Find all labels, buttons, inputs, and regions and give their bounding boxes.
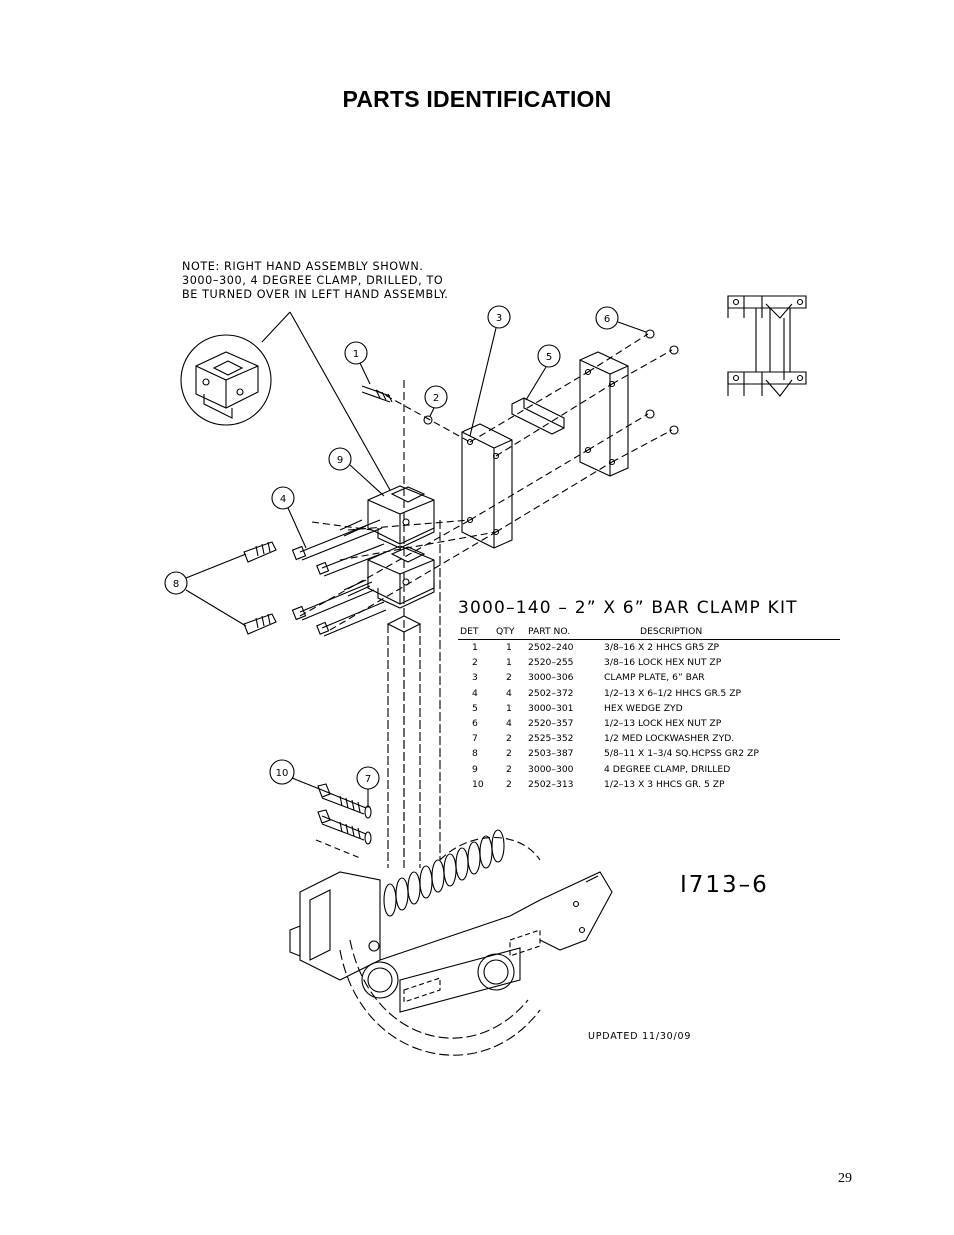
cell-description: 3/8–16 X 2 HHCS GR5 ZP (604, 642, 720, 654)
svg-text:6: 6 (604, 314, 610, 325)
vertical-bar (386, 520, 441, 868)
svg-text:8: 8 (173, 579, 179, 590)
cell-qty: 2 (506, 672, 512, 684)
cell-part-no: 3000–300 (528, 763, 574, 775)
cell-description: 3/8–16 LOCK HEX NUT ZP (604, 657, 722, 669)
svg-text:1: 1 (353, 349, 359, 360)
cell-qty: 1 (506, 642, 512, 654)
header-description: DESCRIPTION (604, 625, 840, 640)
cell-qty: 1 (506, 657, 512, 669)
svg-text:4: 4 (280, 494, 286, 505)
svg-text:7: 7 (365, 774, 371, 785)
cell-part-no: 2525–352 (528, 733, 574, 745)
header-part-no: PART NO. (528, 625, 604, 640)
callout-8: 8 (164, 553, 247, 627)
table-row: 9 2 3000–300 4 DEGREE CLAMP, DRILLED (458, 762, 840, 777)
callout-2: 2 (424, 385, 448, 417)
callout-7: 7 (356, 766, 380, 808)
cell-description: 4 DEGREE CLAMP, DRILLED (604, 763, 731, 775)
cell-det: 3 (472, 672, 478, 684)
cell-part-no: 2503–387 (528, 748, 574, 760)
cell-det: 6 (472, 718, 478, 730)
parts-list-table: DET QTY PART NO. DESCRIPTION 1 1 2502–240 3… (458, 625, 840, 792)
cell-det: 4 (472, 687, 478, 699)
row-unit-assembly (289, 829, 613, 1056)
cell-description: 1/2–13 X 3 HHCS GR. 5 ZP (604, 778, 725, 790)
cell-det: 7 (472, 733, 478, 745)
table-row: 1 1 2502–240 3/8–16 X 2 HHCS GR5 ZP (458, 640, 840, 656)
cell-det: 10 (472, 778, 484, 790)
callout-3: 3 (469, 305, 511, 437)
cell-part-no: 2502–240 (528, 642, 574, 654)
cell-qty: 1 (506, 702, 512, 714)
cell-part-no: 2520–357 (528, 718, 574, 730)
table-row: 10 2 2502–313 1/2–13 X 3 HHCS GR. 5 ZP (458, 777, 840, 792)
cell-qty: 2 (506, 733, 512, 745)
cell-part-no: 2520–255 (528, 657, 574, 669)
cell-part-no: 2502–372 (528, 687, 574, 699)
table-row: 5 1 3000–301 HEX WEDGE ZYD (458, 701, 840, 716)
svg-text:5: 5 (546, 352, 552, 363)
clamp-plate-front (461, 423, 513, 549)
assembly-note: NOTE: RIGHT HAND ASSEMBLY SHOWN. 3000–30… (182, 260, 448, 302)
cell-qty: 2 (506, 763, 512, 775)
note-line: BE TURNED OVER IN LEFT HAND ASSEMBLY. (182, 288, 449, 301)
parts-list-header: DET QTY PART NO. DESCRIPTION (458, 625, 840, 640)
callout-9: 9 (328, 447, 385, 497)
page-title: PARTS IDENTIFICATION (342, 86, 612, 112)
svg-text:2: 2 (433, 393, 439, 404)
cell-det: 8 (472, 748, 478, 760)
detail-inset (180, 334, 272, 426)
svg-text:10: 10 (276, 768, 289, 779)
lower-bolts (315, 783, 372, 859)
table-row: 3 2 3000–306 CLAMP PLATE, 6” BAR (458, 670, 840, 685)
bolts (243, 385, 393, 637)
callout-4: 4 (271, 486, 307, 549)
svg-text:3: 3 (496, 313, 502, 324)
assembly-lines (299, 333, 673, 631)
assembly-view-inset (727, 295, 807, 397)
hex-wedge (511, 397, 565, 435)
table-row: 2 1 2520–255 3/8–16 LOCK HEX NUT ZP (458, 655, 840, 670)
cell-description: 1/2–13 X 6–1/2 HHCS GR.5 ZP (604, 687, 742, 699)
cell-qty: 4 (506, 718, 512, 730)
note-line: NOTE: RIGHT HAND ASSEMBLY SHOWN. (182, 260, 424, 273)
cell-qty: 2 (506, 778, 512, 790)
cell-det: 5 (472, 702, 478, 714)
page-number: 29 (838, 1171, 852, 1186)
nuts (423, 329, 679, 435)
header-det: DET (458, 625, 496, 640)
callout-1: 1 (344, 341, 371, 385)
cell-part-no: 2502–313 (528, 778, 574, 790)
cell-qty: 2 (506, 748, 512, 760)
note-line: 3000–300, 4 DEGREE CLAMP, DRILLED, TO (182, 274, 444, 287)
table-row: 4 4 2502–372 1/2–13 X 6–1/2 HHCS GR.5 ZP (458, 686, 840, 701)
clamp-plate-rear (579, 351, 629, 477)
callout-10: 10 (269, 759, 323, 791)
cell-description: HEX WEDGE ZYD (604, 702, 683, 714)
cell-description: 1/2 MED LOCKWASHER ZYD. (604, 733, 735, 745)
svg-text:9: 9 (337, 455, 343, 466)
drawing-number: I713–6 (680, 872, 769, 898)
table-row: 8 2 2503–387 5/8–11 X 1–3/4 SQ.HCPSS GR2 ZP (458, 746, 840, 761)
header-qty: QTY (496, 625, 528, 640)
callout-6: 6 (595, 306, 647, 333)
callout-5: 5 (525, 344, 561, 401)
cell-part-no: 3000–306 (528, 672, 574, 684)
cell-det: 1 (472, 642, 478, 654)
cell-qty: 4 (506, 687, 512, 699)
table-row: 7 2 2525–352 1/2 MED LOCKWASHER ZYD. (458, 731, 840, 746)
clamp-upper (367, 485, 435, 549)
cell-part-no: 3000–301 (528, 702, 574, 714)
parts-kit-title: 3000–140 – 2” X 6” BAR CLAMP KIT (458, 598, 798, 618)
updated-date: UPDATED 11/30/09 (588, 1031, 692, 1042)
cell-description: 5/8–11 X 1–3/4 SQ.HCPSS GR2 ZP (604, 748, 759, 760)
table-row: 6 4 2520–357 1/2–13 LOCK HEX NUT ZP (458, 716, 840, 731)
spring (383, 829, 505, 917)
cell-det: 9 (472, 763, 478, 775)
cell-description: CLAMP PLATE, 6” BAR (604, 672, 705, 684)
cell-description: 1/2–13 LOCK HEX NUT ZP (604, 718, 722, 730)
cell-det: 2 (472, 657, 478, 669)
